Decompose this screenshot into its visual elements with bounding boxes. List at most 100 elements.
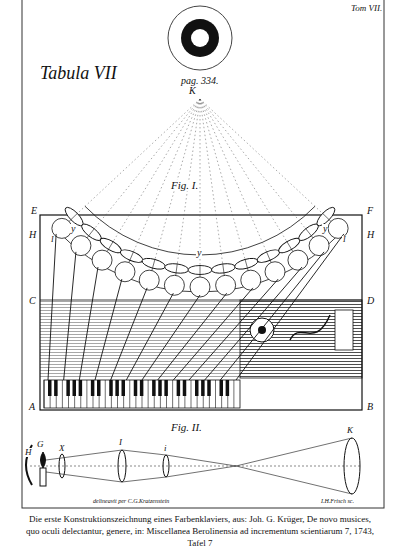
- engraving-stroke: [200, 99, 201, 270]
- engraving-stroke: [164, 275, 184, 295]
- engraving-stroke: [132, 99, 200, 256]
- engraving-stroke: [183, 380, 187, 396]
- engraving-stroke: [48, 380, 52, 396]
- engraving-stroke: [141, 256, 167, 271]
- engraving-stroke: [95, 279, 122, 380]
- engraving-stroke: [91, 99, 200, 232]
- engraving-stroke: [176, 263, 178, 275]
- engraving-stroke: [245, 259, 248, 271]
- engraving-stroke: [200, 99, 289, 246]
- engraving-stroke: [71, 236, 91, 256]
- engraving-stroke: [69, 213, 78, 221]
- plate-label: D: [366, 296, 375, 306]
- engraving-stroke: [99, 380, 100, 408]
- plate-label: E: [30, 206, 38, 216]
- engraving-stroke: [166, 380, 167, 408]
- engraving-stroke: [221, 380, 222, 408]
- engraving-stroke: [87, 228, 94, 237]
- engraving-stroke: [160, 380, 161, 408]
- engraving-stroke: [123, 380, 124, 408]
- plate-label: y: [196, 248, 202, 258]
- plate-label: H: [28, 230, 37, 240]
- plate-label: I: [50, 236, 55, 244]
- engraving-stroke: [200, 99, 309, 232]
- engraving-stroke: [200, 99, 223, 268]
- engraving-stroke: [54, 380, 58, 396]
- engraving-stroke: [73, 380, 77, 396]
- plate-label: y: [322, 224, 328, 234]
- engraving-stroke: [50, 380, 51, 408]
- engraving-stroke: [236, 234, 344, 380]
- engraving-stroke: [80, 380, 81, 408]
- engraving-stroke: [209, 380, 210, 408]
- plate-label: F: [366, 206, 374, 216]
- plate-label: Fig. II.: [170, 422, 203, 433]
- engraving-stroke: [200, 99, 326, 217]
- engraving-stroke: [223, 263, 225, 275]
- plate-label: I.H.Frisch sc.: [320, 498, 355, 504]
- plate-label: delineavit per C.G.Kratzenstein: [92, 498, 170, 504]
- engraving-stroke: [172, 380, 173, 408]
- engraving-stroke: [287, 241, 293, 251]
- engraving-stroke: [164, 380, 168, 396]
- engraving-stroke: [200, 99, 268, 256]
- engraving-stroke: [309, 236, 329, 256]
- engraving-stroke: [322, 213, 331, 221]
- engraving-stroke: [277, 236, 302, 256]
- engraving-stroke: [64, 252, 76, 380]
- plate-label: I: [118, 438, 123, 447]
- engraving-stroke: [205, 267, 302, 380]
- engraving-stroke: [201, 380, 205, 396]
- engraving-stroke: [111, 288, 147, 380]
- engraving-stroke: [203, 380, 204, 408]
- engraving-stroke: [266, 251, 271, 262]
- engraving-stroke: [227, 380, 228, 408]
- engraving-stroke: [173, 288, 253, 380]
- engraving-stroke: [152, 259, 155, 271]
- engraving-stroke: [305, 228, 312, 237]
- engraving-stroke: [44, 380, 240, 408]
- engraving-stroke: [79, 380, 83, 396]
- engraving-stroke: [107, 241, 113, 251]
- plate-label: A: [28, 402, 36, 412]
- engraving-stroke: [234, 256, 260, 271]
- engraving-stroke: [220, 380, 224, 396]
- engraving-stroke: [189, 279, 278, 380]
- engraving-stroke: [191, 380, 192, 408]
- plate-title: Tabula VII: [40, 64, 117, 82]
- plate-label: H: [366, 230, 375, 240]
- engraving-stroke: [197, 380, 198, 408]
- engraving-stroke: [288, 250, 308, 270]
- engraving-stroke: [216, 275, 236, 295]
- plate-label: K: [188, 86, 197, 96]
- engraving-stroke: [44, 380, 45, 408]
- engraving-stroke: [122, 380, 126, 396]
- engraving-stroke: [105, 380, 106, 408]
- plate-label: G: [36, 440, 45, 449]
- plate-label: Fig. I.: [170, 180, 199, 191]
- engraving-stroke: [48, 234, 56, 380]
- engraving-stroke: [200, 265, 201, 277]
- engraving-stroke: [117, 380, 118, 408]
- plate-label: C: [28, 296, 37, 306]
- plate-label: I: [342, 236, 347, 244]
- engraving-stroke: [86, 380, 87, 408]
- plate-label: pag. 334.: [180, 76, 220, 86]
- engraving-stroke: [74, 380, 75, 408]
- plate-label: K: [346, 426, 354, 435]
- engraving-stroke: [215, 380, 216, 408]
- engraving-stroke: [154, 99, 200, 264]
- engraving-stroke: [200, 99, 246, 264]
- engraving-stroke: [154, 380, 155, 408]
- engraving-stroke: [92, 250, 112, 270]
- plate-label: Tom VII.: [350, 4, 383, 13]
- plate-label: B: [366, 402, 374, 412]
- engraving-stroke: [62, 380, 63, 408]
- engraving-stroke: [207, 380, 211, 396]
- engraving-stroke: [134, 380, 138, 396]
- engraving-stroke: [226, 380, 230, 396]
- engraving-stroke: [265, 262, 285, 282]
- engraving-stroke: [139, 270, 159, 290]
- engraving-stroke: [79, 267, 98, 380]
